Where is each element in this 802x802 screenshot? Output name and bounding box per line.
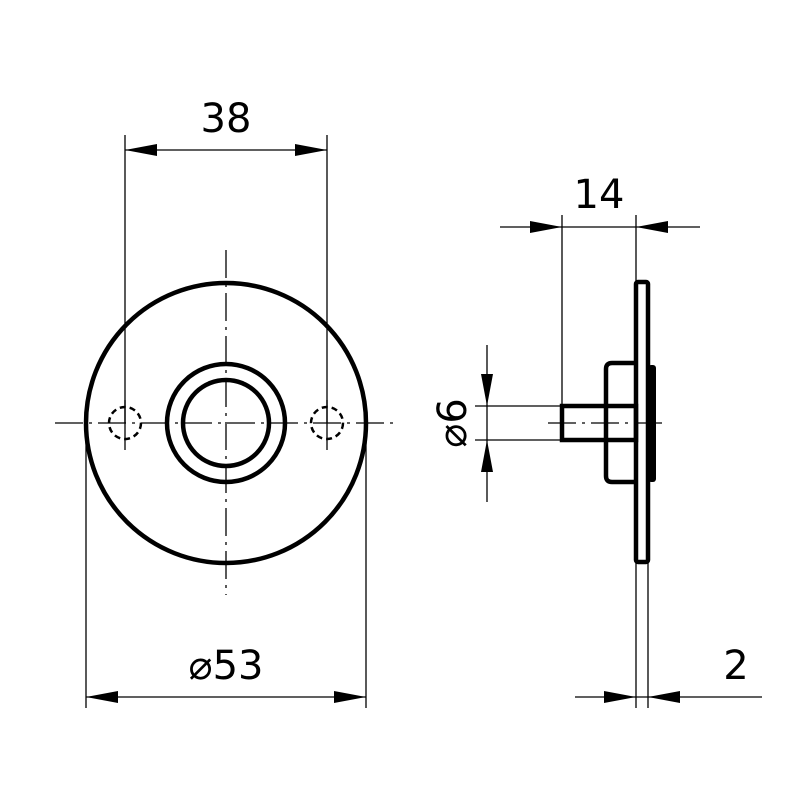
front-view <box>55 250 395 595</box>
side-view <box>548 279 664 565</box>
dimension-6: ⌀6 <box>430 345 562 502</box>
dimension-label-depth: 14 <box>574 172 625 218</box>
dimension-53: ⌀53 <box>85 430 367 708</box>
dimension-label-plate-thickness: 2 <box>723 643 748 689</box>
dimension-label-pin-diameter: ⌀6 <box>430 398 476 448</box>
dimension-38: 38 <box>124 96 328 423</box>
dimension-14: 14 <box>500 172 700 406</box>
dimension-2: 2 <box>575 562 762 708</box>
dimension-label-hole-spacing: 38 <box>201 96 252 142</box>
dimension-label-outer-diameter: ⌀53 <box>189 643 264 689</box>
